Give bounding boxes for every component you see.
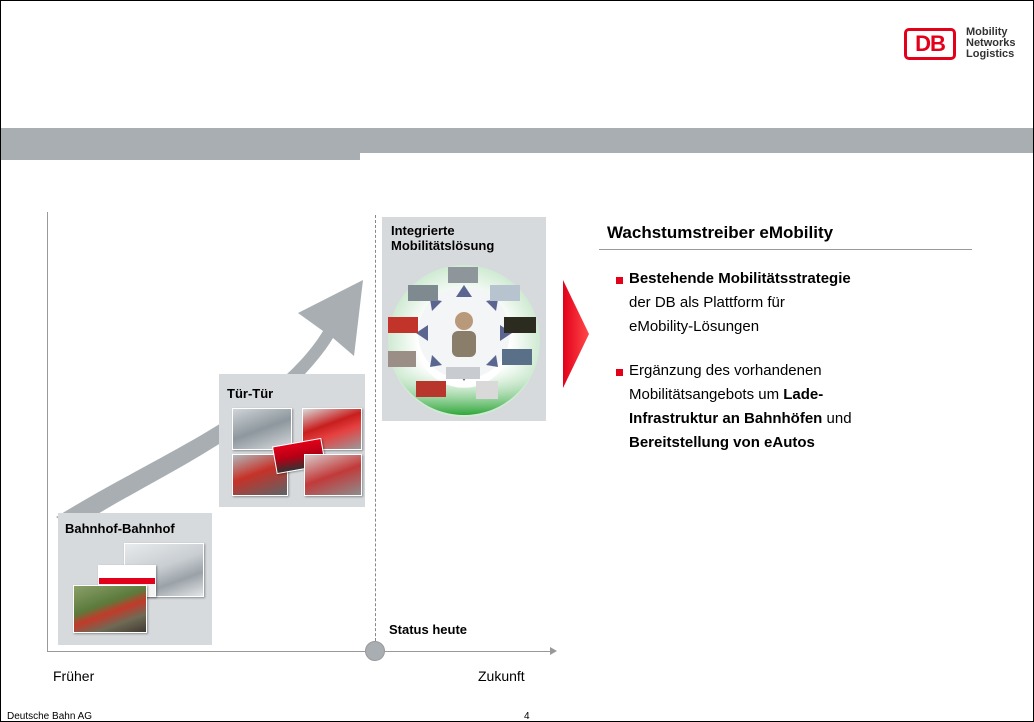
tagline-line: Networks [966,37,1016,49]
cars-photo [302,408,362,450]
footer-company: Deutsche Bahn AG [7,711,93,722]
tagline-line: Mobility [966,26,1008,38]
stage-box-bahnhof: Bahnhof-Bahnhof [58,513,212,645]
bullet-marker [616,369,623,376]
heading-divider [599,249,972,250]
status-label: Status heute [389,622,468,637]
status-marker [365,641,385,661]
x-axis-left-label: Früher [53,668,95,684]
panel-heading: Wachstumstreiber eMobility [607,223,834,242]
stage-label-line: Mobilitätslösung [391,238,495,253]
red-chevron-arrow [563,280,589,388]
bullet-text-bold: Bereitstellung von eAutos [629,434,815,451]
regional-train-photo [73,585,147,633]
status-divider [375,215,376,651]
stage-label: Bahnhof-Bahnhof [65,521,175,536]
header-band [1,128,1033,153]
bullet-marker [616,277,623,284]
bullet-text-plain: und [822,410,852,427]
bullet-text-bold: Bestehende Mobilitätsstrategie [629,270,851,287]
growth-arrow [56,280,363,529]
bullet-text-plain: Mobilitätsangebots um [629,386,784,403]
ice-photo [232,408,292,450]
tagline-line: Logistics [966,48,1015,60]
mobility-wheel [388,265,540,417]
db-logo-tagline: Mobility Networks Logistics [966,27,1016,60]
bullet-text-line: eMobility-Lösungen [629,318,760,335]
db-logo: DB Mobility Networks Logistics [904,27,1016,60]
bullet-text-line: Ergänzung des vorhandenen [629,362,822,379]
x-axis [47,651,552,652]
bullet-text-1: Bestehende Mobilitätsstrategie der DB al… [629,267,929,339]
page-number: 4 [524,711,530,722]
y-axis [47,212,48,652]
bullet-text-2: Ergänzung des vorhandenen Mobilitätsange… [629,359,929,455]
bullet-text-line: der DB als Plattform für [629,294,785,311]
x-axis-right-label: Zukunft [478,668,525,684]
bullet-text-bold: Infrastruktur an Bahnhöfen [629,410,823,427]
bullet-text-bold: Lade- [783,386,824,403]
stage-label: Integrierte Mobilitätslösung [391,223,494,253]
stage-box-tuer: Tür-Tür [219,374,365,507]
header-band-tab [1,153,360,160]
bikes-photo [304,454,362,496]
stage-box-integriert: Integrierte Mobilitätslösung [382,217,546,421]
stage-label-line: Integrierte [391,223,455,238]
db-logo-mark: DB [904,27,956,60]
stage-label: Tür-Tür [227,386,274,401]
x-axis-arrowhead [550,647,557,655]
